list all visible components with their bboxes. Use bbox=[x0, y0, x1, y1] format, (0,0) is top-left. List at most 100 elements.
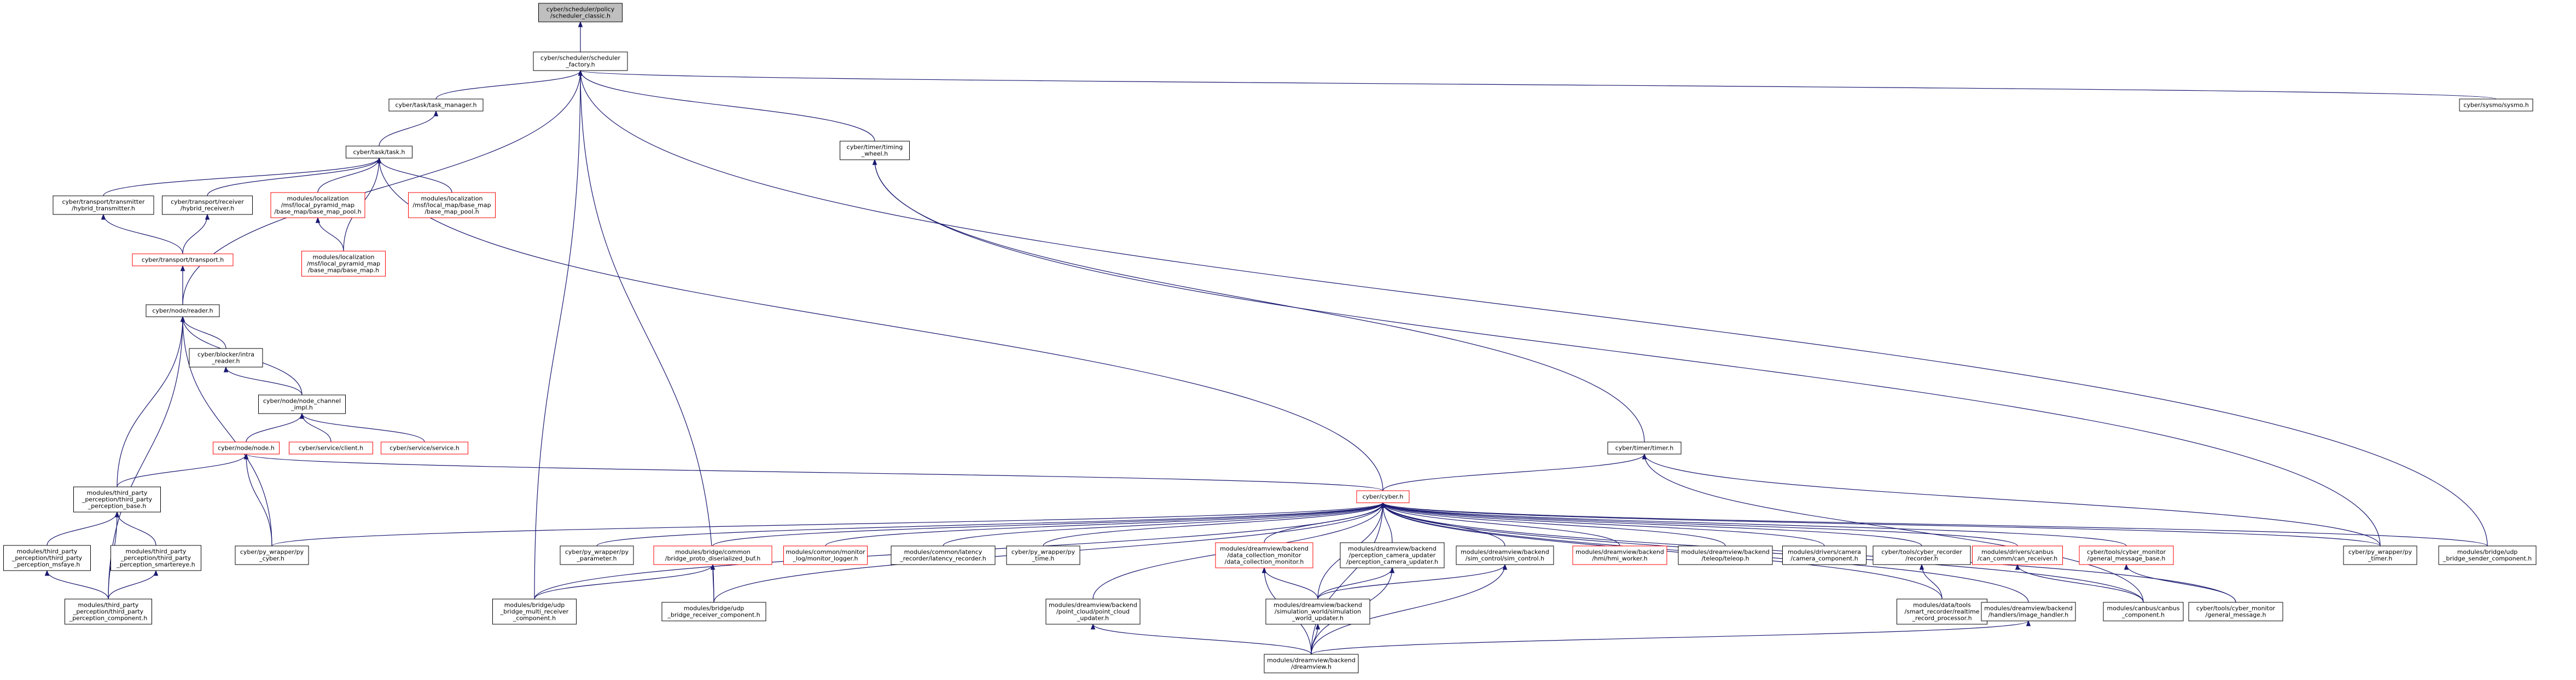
edge-line bbox=[103, 158, 380, 196]
node-client[interactable]: cyber/service/client.h bbox=[289, 441, 373, 455]
node-data-collection-monitor[interactable]: modules/dreamview/backend/data_collectio… bbox=[1215, 542, 1313, 568]
edge-line bbox=[1382, 502, 2018, 547]
edge-arrowhead bbox=[2015, 563, 2020, 570]
edge-py_cyber-to-node bbox=[243, 453, 272, 547]
node-box bbox=[1006, 545, 1080, 565]
node-general-message[interactable]: cyber/tools/cyber_monitor/general_messag… bbox=[2188, 602, 2283, 621]
node-base-map-pool-loc[interactable]: modules/localization/msf/local_map/base_… bbox=[408, 192, 496, 218]
edge-arrowhead bbox=[101, 213, 106, 220]
node-label-line: cyber/node/node_channel bbox=[263, 398, 341, 405]
node-py-timer[interactable]: cyber/py_wrapper/py_timer.h bbox=[2343, 545, 2417, 565]
edge-line bbox=[596, 502, 1383, 547]
node-base-map-pool-pyr[interactable]: modules/localization/msf/local_pyramid_m… bbox=[270, 192, 365, 218]
node-label-line: _impl.h bbox=[290, 404, 313, 411]
node-perception-smartereye[interactable]: modules/third_party_perception/third_par… bbox=[111, 545, 201, 571]
node-teleop[interactable]: modules/dreamview/backend/teleop/teleop.… bbox=[1678, 545, 1773, 565]
node-image-handler[interactable]: modules/dreamview/backend/handlers/image… bbox=[1981, 602, 2076, 621]
node-bridge-multi-receiver[interactable]: modules/bridge/udp_bridge_multi_receiver… bbox=[492, 598, 577, 625]
node-py-cyber[interactable]: cyber/py_wrapper/py_cyber.h bbox=[235, 545, 309, 565]
edge-perception_smartereye-to-perception_base bbox=[114, 511, 156, 546]
node-scheduler-factory[interactable]: cyber/scheduler/scheduler_factory.h bbox=[533, 51, 628, 71]
node-can-receiver[interactable]: modules/drivers/canbus/can_comm/can_rece… bbox=[1972, 545, 2063, 565]
node-task[interactable]: cyber/task/task.h bbox=[346, 146, 412, 159]
node-label-line: /general_message.h bbox=[2206, 612, 2266, 619]
node-label-line: modules/dreamview/backend bbox=[1049, 602, 1137, 609]
node-smart-recorder[interactable]: modules/data/tools/smart_recorder/realti… bbox=[1897, 598, 1987, 625]
edge-line bbox=[1311, 502, 1383, 655]
node-bridge-receiver-component[interactable]: modules/bridge/udp_bridge_receiver_compo… bbox=[661, 602, 766, 621]
node-py-time[interactable]: cyber/py_wrapper/py_time.h bbox=[1006, 545, 1080, 565]
node-point-cloud-updater[interactable]: modules/dreamview/backend/point_cloud/po… bbox=[1045, 598, 1141, 625]
node-label-line: cyber/node/node.h bbox=[218, 445, 275, 452]
edge-line bbox=[580, 70, 875, 142]
edge-task_manager-to-scheduler_factory bbox=[435, 69, 583, 100]
node-hybrid-receiver[interactable]: cyber/transport/receiver/hybrid_receiver… bbox=[162, 195, 253, 215]
edge-timing_wheel-to-scheduler_factory bbox=[578, 69, 875, 142]
edge-base_map_pyr-to-base_map_pool_pyr bbox=[315, 217, 344, 252]
node-node[interactable]: cyber/node/node.h bbox=[213, 441, 280, 455]
node-dreamview[interactable]: modules/dreamview/backend/dreamview.h bbox=[1264, 654, 1359, 673]
edge-line bbox=[379, 111, 437, 147]
node-label-line: modules/canbus/canbus bbox=[2107, 605, 2180, 612]
edge-reader-to-transport bbox=[180, 265, 185, 305]
node-hmi-worker[interactable]: modules/dreamview/backend/hmi/hmi_worker… bbox=[1572, 545, 1667, 565]
node-hybrid-transmitter[interactable]: cyber/transport/transmitter/hybrid_trans… bbox=[53, 195, 154, 215]
node-label-line: /general_message_base.h bbox=[2087, 555, 2166, 562]
node-label-line: /smart_recorder/realtime bbox=[1904, 608, 1979, 615]
edge-py_timer-to-timer bbox=[1642, 453, 2381, 547]
edge-hybrid_transmitter-to-task bbox=[103, 157, 382, 196]
node-label-line: _perception/third_party bbox=[120, 555, 191, 562]
node-cyber[interactable]: cyber/cyber.h bbox=[1356, 490, 1410, 503]
node-perception-base[interactable]: modules/third_party_perception/third_par… bbox=[73, 486, 161, 513]
edge-arrowhead bbox=[44, 569, 50, 576]
node-perception-camera-updater[interactable]: modules/dreamview/backend/perception_cam… bbox=[1340, 542, 1445, 568]
node-box bbox=[1356, 490, 1410, 503]
node-label-line: cyber/service/client.h bbox=[299, 445, 363, 452]
node-camera-component[interactable]: modules/drivers/camera/camera_component.… bbox=[1782, 545, 1866, 565]
node-cyber-recorder[interactable]: cyber/tools/cyber_recorder/recorder.h bbox=[1873, 545, 1971, 565]
node-timer[interactable]: cyber/timer/timer.h bbox=[1607, 441, 1682, 455]
node-box bbox=[289, 441, 373, 455]
node-label-line: _perception/third_party bbox=[73, 608, 144, 615]
edge-line bbox=[246, 454, 272, 547]
node-monitor-logger[interactable]: modules/common/monitor_log/monitor_logge… bbox=[783, 545, 868, 565]
edge-arrowhead bbox=[1919, 563, 1924, 570]
node-box bbox=[533, 51, 628, 71]
edge-line bbox=[580, 70, 2497, 100]
node-reader[interactable]: cyber/node/reader.h bbox=[146, 304, 220, 317]
nodes-layer: cyber/scheduler/policy/scheduler_classic… bbox=[3, 3, 2537, 673]
node-sysmo[interactable]: cyber/sysmo/sysmo.h bbox=[2459, 98, 2533, 112]
node-perception-component[interactable]: modules/third_party_perception/third_par… bbox=[65, 598, 152, 625]
node-transport[interactable]: cyber/transport/transport.h bbox=[132, 253, 234, 266]
edge-line bbox=[182, 316, 272, 547]
node-label-line: cyber/py_wrapper/py bbox=[240, 549, 304, 556]
node-label-line: cyber/scheduler/scheduler bbox=[540, 55, 620, 62]
node-label-line: modules/dreamview/backend bbox=[1681, 549, 1770, 556]
node-latency-recorder[interactable]: modules/common/latency_recorder/latency_… bbox=[891, 545, 996, 565]
edge-dreamview-to-cyber bbox=[1311, 502, 1386, 655]
edge-py_cyber-to-reader bbox=[180, 316, 272, 547]
edge-arrowhead bbox=[2026, 620, 2031, 626]
node-bridge-proto-diser[interactable]: modules/bridge/common/bridge_proto_diser… bbox=[653, 545, 772, 565]
node-base-map-pyr[interactable]: modules/localization/msf/local_pyramid_m… bbox=[301, 251, 386, 277]
node-bridge-sender-component[interactable]: modules/bridge/udp_bridge_sender_compone… bbox=[2438, 545, 2537, 565]
node-node-channel-impl[interactable]: cyber/node/node_channel_impl.h bbox=[258, 394, 346, 414]
node-perception-msfaye[interactable]: modules/third_party_perception/third_par… bbox=[3, 545, 91, 571]
node-label-line: _component.h bbox=[2121, 612, 2165, 619]
node-simulation-world-updater[interactable]: modules/dreamview/backend/simulation_wor… bbox=[1265, 598, 1370, 625]
node-py-parameter[interactable]: cyber/py_wrapper/py_parameter.h bbox=[560, 545, 634, 565]
node-service[interactable]: cyber/service/service.h bbox=[381, 441, 468, 455]
node-task-manager[interactable]: cyber/task/task_manager.h bbox=[388, 98, 484, 112]
edge-arrowhead bbox=[1315, 623, 1321, 630]
node-timing-wheel[interactable]: cyber/timer/timing_wheel.h bbox=[840, 141, 910, 160]
node-label-line: /handlers/image_handler.h bbox=[1988, 612, 2068, 619]
node-general-message-base[interactable]: cyber/tools/cyber_monitor/general_messag… bbox=[2079, 545, 2174, 565]
node-sim-control[interactable]: modules/dreamview/backend/sim_control/si… bbox=[1456, 545, 1554, 565]
node-intra-reader[interactable]: cyber/blocker/intra_reader.h bbox=[189, 348, 263, 368]
node-label-line: /sim_control/sim_control.h bbox=[1466, 555, 1544, 562]
node-label-line: _component.h bbox=[513, 615, 556, 622]
edge-arrowhead bbox=[433, 110, 439, 117]
edge-arrowhead bbox=[376, 157, 382, 164]
node-canbus-component[interactable]: modules/canbus/canbus_component.h bbox=[2103, 602, 2184, 621]
